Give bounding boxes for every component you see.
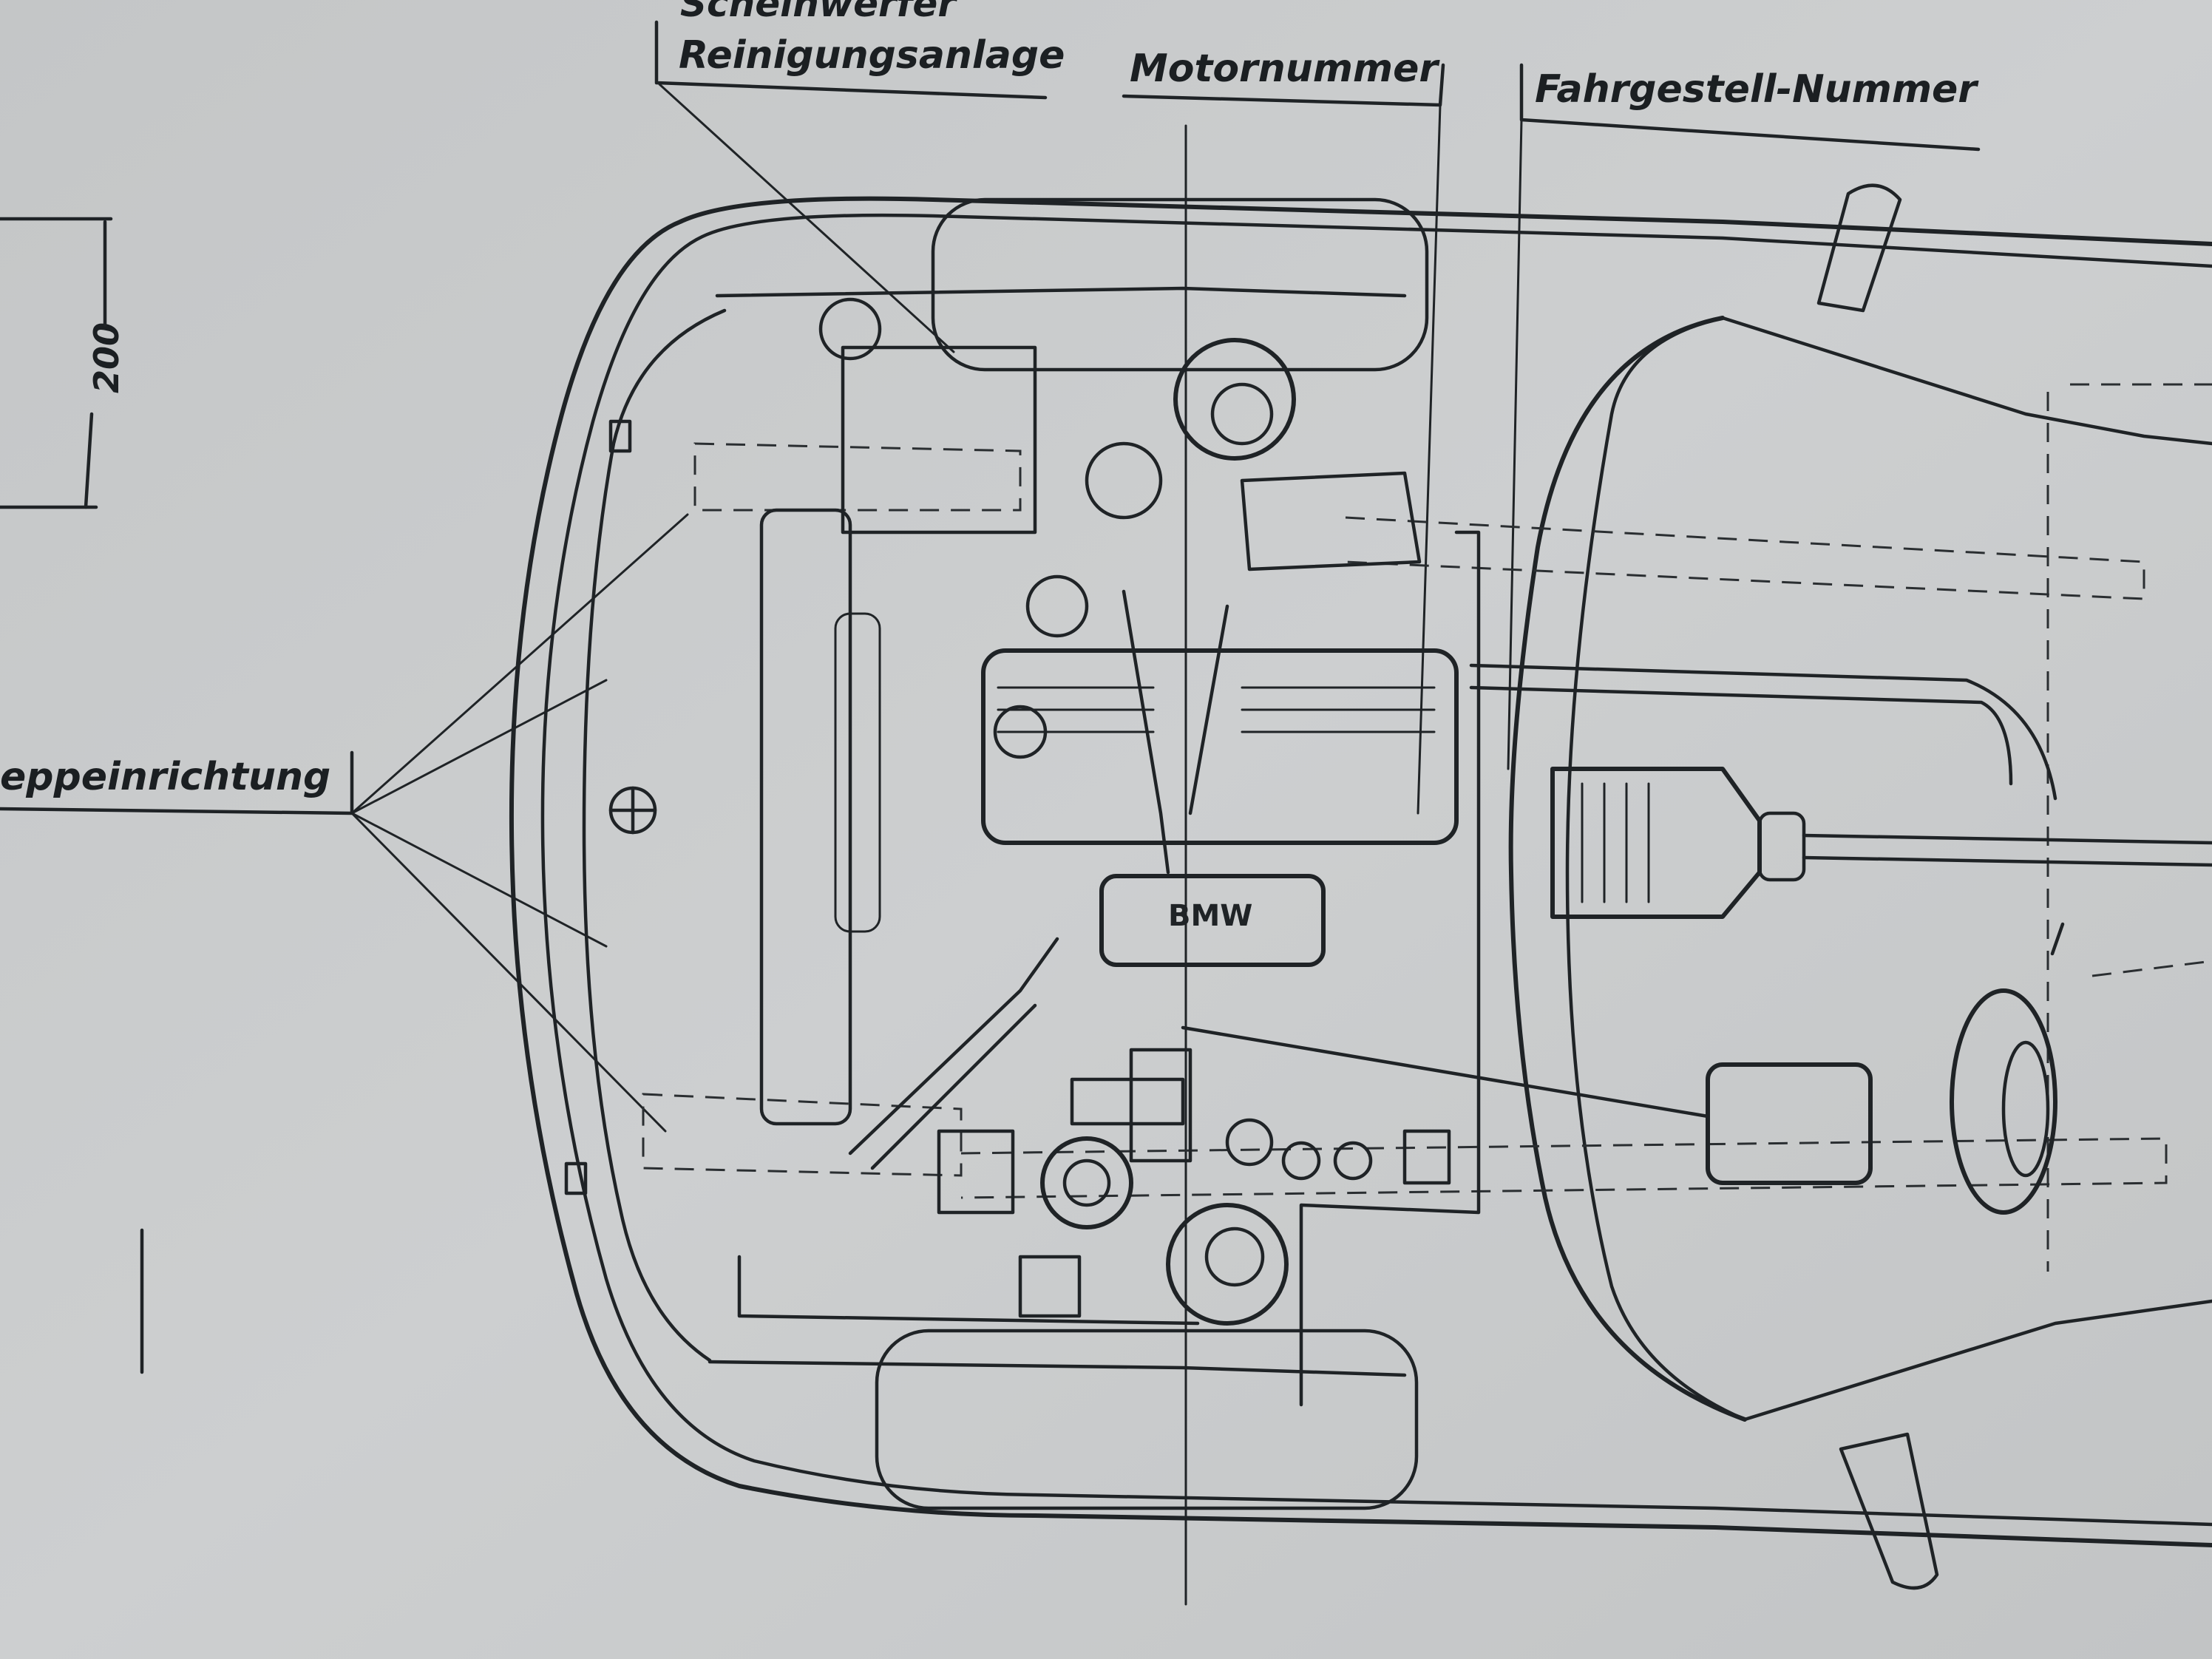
label-chassis-number: Fahrgestell-Nummer xyxy=(1535,67,1979,112)
engine-bay: BMW xyxy=(564,297,1481,1407)
gearbox-fins xyxy=(1581,782,1650,903)
engine-logo: BMW xyxy=(1168,899,1252,933)
car-body xyxy=(509,183,2212,1590)
dimension-label: 200 xyxy=(86,322,126,393)
cylinder-head-fins xyxy=(997,686,1436,733)
label-engine-number: Motornummer xyxy=(1130,47,1440,91)
drivetrain xyxy=(1181,663,2212,1215)
label-headlight-cleaning-top: Scheinwerfer xyxy=(680,0,958,25)
label-towing: eppeinrichtung xyxy=(0,755,330,799)
label-headlight-cleaning: Reinigungsanlage xyxy=(679,33,1065,78)
leader-lines xyxy=(0,20,1981,1606)
